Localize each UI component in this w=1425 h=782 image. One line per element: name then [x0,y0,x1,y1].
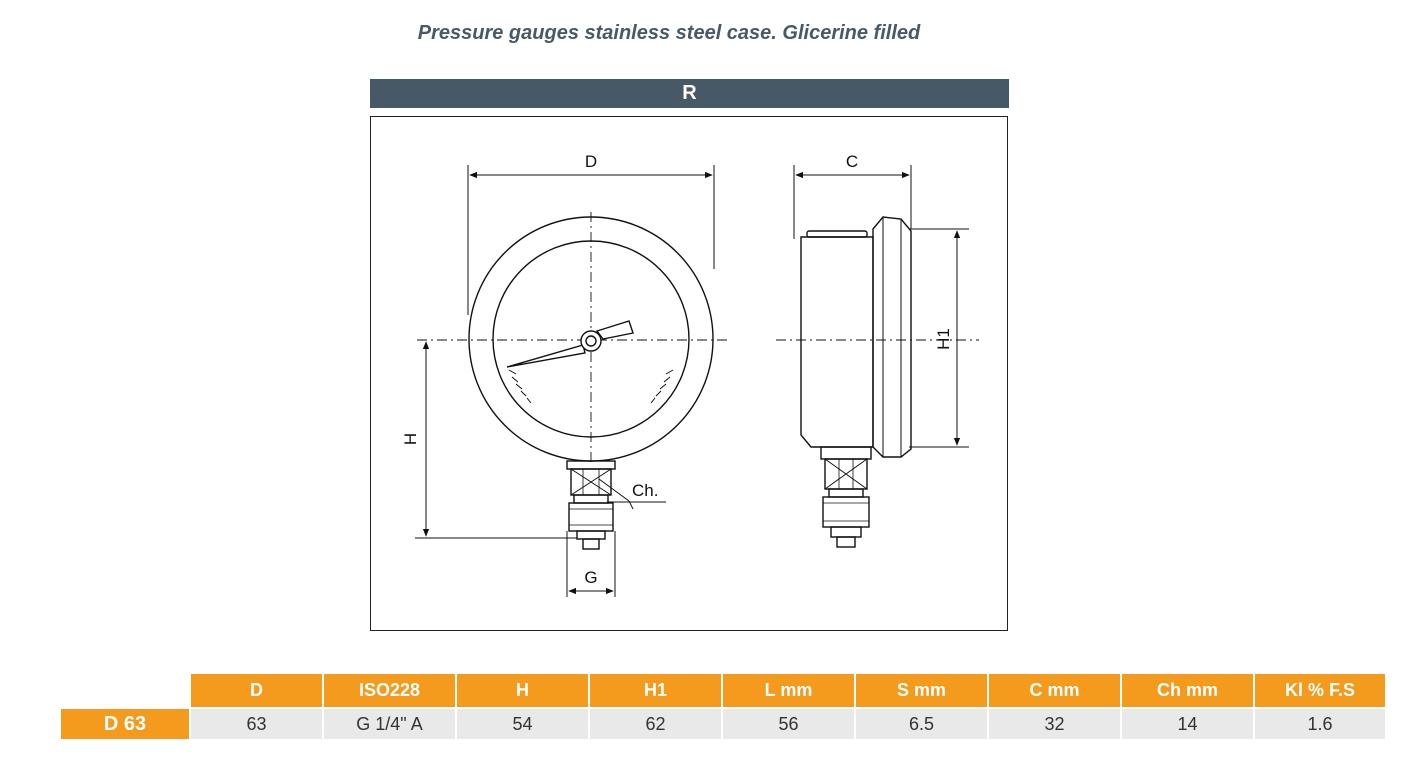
table-row: D 63 63 G 1/4" A 54 62 56 6.5 32 14 1.6 [61,707,1385,739]
diagram-header: R [370,79,1009,108]
gauge-drawing: D C H1 H G Ch. [401,152,979,597]
table-header: C mm [987,674,1121,708]
label-ch: Ch. [632,481,658,500]
table-header-row: D ISO228 H H1 L mm S mm C mm Ch mm Kl % … [61,674,1385,708]
table-cell: 14 [1120,707,1254,739]
row-label: D 63 [61,707,190,739]
table-cell: 54 [455,707,589,739]
label-h: H [401,433,420,445]
table-cell: 1.6 [1253,707,1385,739]
table-header: S mm [854,674,988,708]
front-view [417,212,731,550]
table-header: D [189,674,323,708]
dimension-lines [415,165,969,597]
table-cell: G 1/4" A [322,707,456,739]
table-cell: 63 [189,707,323,739]
side-view [776,216,979,548]
table-corner [61,674,190,708]
table-header: Kl % F.S [1253,674,1385,708]
table-header: H1 [588,674,722,708]
table-cell: 56 [721,707,855,739]
page-title: Pressure gauges stainless steel case. Gl… [417,22,921,44]
label-c: C [846,152,858,171]
table-header: ISO228 [322,674,456,708]
label-h1: H1 [934,328,953,350]
spec-table: D ISO228 H H1 L mm S mm C mm Ch mm Kl % … [61,674,1385,739]
table-cell: 6.5 [854,707,988,739]
table-header: H [455,674,589,708]
table-cell: 32 [987,707,1121,739]
table-header: L mm [721,674,855,708]
table-cell: 62 [588,707,722,739]
label-g: G [584,568,597,587]
table-header: Ch mm [1120,674,1254,708]
label-d: D [585,152,597,171]
gauge-diagram: D C H1 H G Ch. [370,116,1008,631]
